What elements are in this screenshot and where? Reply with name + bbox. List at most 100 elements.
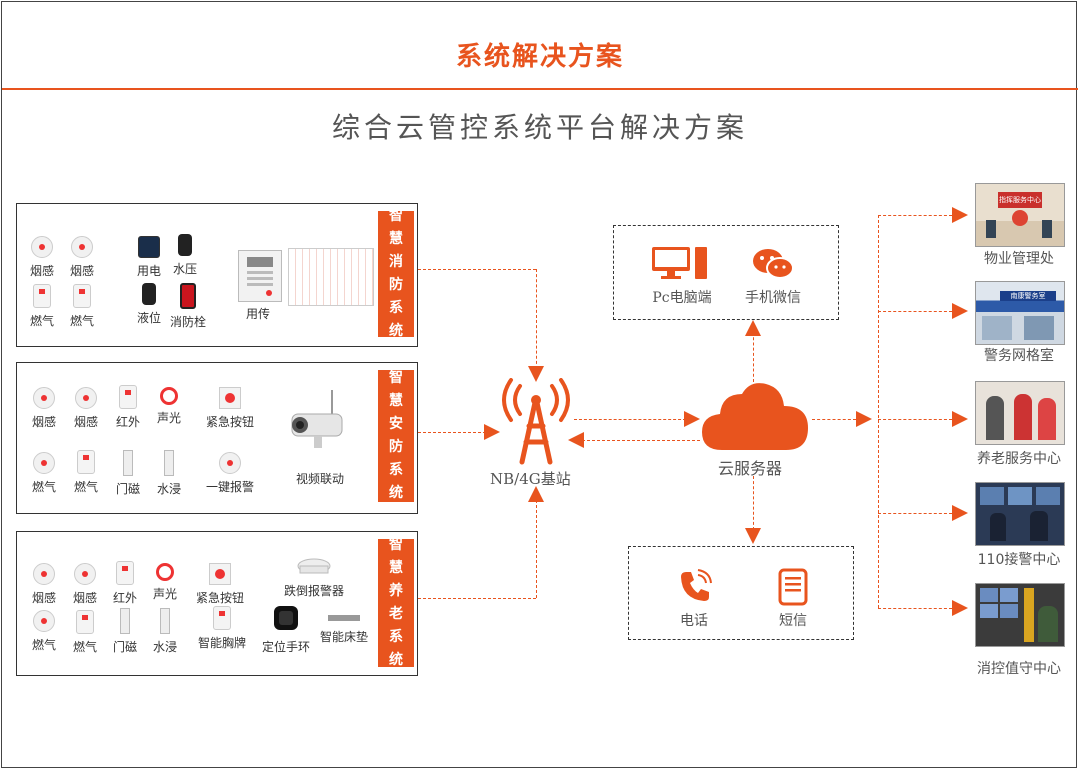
tag-char: 智 — [389, 208, 403, 224]
cloud-server-label: 云服务器 — [718, 459, 783, 478]
antenna-tower-icon — [502, 378, 570, 465]
emergency-button-icon — [209, 563, 231, 585]
tag-char: 养 — [389, 583, 403, 599]
wristband-icon — [274, 606, 298, 630]
smoke-sensor-icon — [71, 236, 93, 258]
arrow-cloud-to-base — [568, 432, 584, 448]
gas-sensor-icon — [33, 452, 55, 474]
device-smoke-sensor: 烟感 — [56, 387, 116, 430]
alarm-button-icon — [219, 452, 241, 474]
dest-110-label: 110接警中心 — [977, 552, 1061, 568]
arrow-elderly-to-base — [528, 486, 544, 502]
connector-base-to-cloud — [574, 419, 686, 420]
connector-dest-4 — [878, 513, 952, 514]
device-transmission: 用传 — [245, 307, 270, 321]
gas-sensor-icon — [77, 450, 95, 474]
device-sound-light: 声光 — [139, 387, 199, 426]
device-hydrant: 消防栓 — [158, 283, 218, 330]
device-smoke-sensor: 烟感 — [12, 236, 72, 279]
phone-label: 电话 — [680, 613, 708, 629]
device-location-band: 定位手环 — [256, 602, 316, 655]
device-video-linkage: 视频联动 — [295, 472, 344, 486]
arrow-security-to-base — [484, 424, 500, 440]
tag-char: 老 — [389, 606, 403, 622]
alarm-center-photo — [975, 482, 1065, 546]
smoke-sensor-icon — [33, 387, 55, 409]
infrared-sensor-icon — [116, 561, 134, 585]
sms-icon — [778, 568, 808, 606]
dest-police-label: 警务网格室 — [984, 348, 1054, 364]
camera-icon — [291, 390, 343, 448]
connector-elderly — [418, 598, 536, 599]
device-electric: 用电 — [119, 236, 179, 279]
fire-control-photo — [975, 583, 1065, 647]
computer-icon — [652, 247, 707, 279]
device-smart-badge: 智能胸牌 — [190, 606, 254, 651]
wechat-client-label: 手机微信 — [745, 290, 801, 306]
arrow-fire-to-base — [528, 366, 544, 382]
connector-dest-5 — [878, 608, 952, 609]
connector-dest-1 — [878, 215, 952, 216]
device-smart-mattress: 智能床垫 — [312, 612, 376, 645]
siren-icon — [160, 387, 178, 405]
connector-security — [418, 432, 486, 433]
water-leak-icon — [160, 608, 170, 634]
fire-system-tag: 智 慧 消 防 系 统 — [378, 208, 414, 339]
connector-cloud-down — [753, 476, 754, 530]
device-gas-sensor: 燃气 — [55, 610, 115, 655]
transmission-panel-image — [238, 250, 282, 302]
tag-char: 安 — [389, 416, 403, 432]
security-system-tag: 智 慧 安 防 系 统 — [378, 370, 414, 502]
hydrant-icon — [180, 283, 196, 309]
smoke-sensor-icon — [33, 563, 55, 585]
mattress-icon — [328, 615, 360, 621]
fire-system-box — [16, 203, 418, 347]
elderly-system-box — [16, 531, 418, 676]
client-terminal-box — [613, 225, 839, 320]
device-smoke-sensor: 烟感 — [14, 387, 74, 430]
tag-char: 系 — [389, 629, 403, 645]
connector-cloud-to-base — [582, 440, 700, 441]
connector-fire-down — [536, 269, 537, 369]
smoke-sensor-icon — [31, 236, 53, 258]
infrared-sensor-icon — [119, 385, 137, 409]
connector-dest-2 — [878, 311, 952, 312]
device-gas-sensor: 燃气 — [52, 284, 112, 329]
gas-sensor-icon — [33, 610, 55, 632]
dest-property-label: 物业管理处 — [984, 251, 1054, 267]
property-office-photo: 指挥服务中心 — [975, 183, 1065, 247]
door-magnet-icon — [120, 608, 130, 634]
door-magnet-icon — [123, 450, 133, 476]
connector-dest-3 — [878, 419, 952, 420]
property-sign: 指挥服务中心 — [998, 192, 1042, 208]
police-room-photo: 南康警务室 — [975, 281, 1065, 345]
gas-sensor-icon — [76, 610, 94, 634]
device-water-leak: 水浸 — [139, 450, 199, 497]
dest-fire-control-label: 消控值守中心 — [977, 661, 1061, 677]
control-panel-icon — [247, 257, 273, 296]
device-infrared: 红外 — [98, 385, 158, 430]
cloud-icon — [702, 383, 808, 450]
connector-cloud-to-dest — [812, 419, 856, 420]
elderly-system-tag: 智 慧 养 老 系 统 — [378, 537, 414, 668]
tag-char: 统 — [389, 485, 403, 501]
tag-char: 统 — [389, 652, 403, 668]
tag-char: 系 — [389, 300, 403, 316]
smoke-sensor-icon — [75, 387, 97, 409]
gas-sensor-icon — [33, 284, 51, 308]
emergency-button-icon — [219, 387, 241, 409]
device-infrared: 红外 — [95, 561, 155, 606]
electric-meter-icon — [138, 236, 160, 258]
notification-box — [628, 546, 854, 640]
tag-char: 智 — [389, 537, 403, 553]
tag-char: 慧 — [389, 393, 403, 409]
arrow-dest-3 — [952, 411, 968, 427]
device-gas-sensor: 燃气 — [56, 450, 116, 495]
device-smoke-sensor: 烟感 — [14, 563, 74, 606]
device-gas-sensor: 燃气 — [14, 452, 74, 495]
header: 系统解决方案 — [0, 0, 1080, 90]
siren-icon — [156, 563, 174, 581]
camera-image — [284, 386, 350, 462]
phone-icon — [681, 569, 712, 601]
